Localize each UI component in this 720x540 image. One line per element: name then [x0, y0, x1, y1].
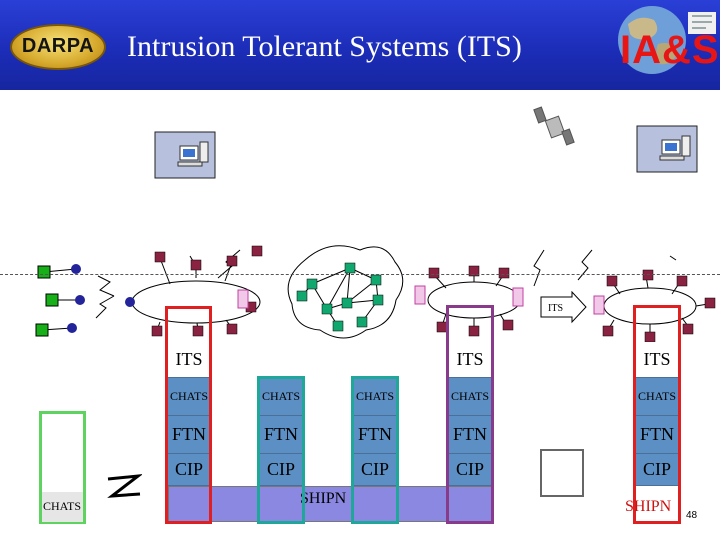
cip-label: CIP [642, 459, 671, 479]
firewall-icons [237, 285, 605, 315]
chats-label: CHATS [450, 389, 489, 403]
ftn-label: FTN [639, 424, 674, 444]
ftn-layer [354, 416, 396, 454]
page-title: Intrusion Tolerant Systems (ITS) [127, 30, 522, 63]
satellite-icon [533, 106, 575, 146]
ftn-layer [449, 416, 491, 454]
its-arrow-label: ITS [548, 303, 563, 314]
radio-icon [71, 264, 81, 274]
its-column [446, 305, 494, 524]
cip-layer [354, 454, 396, 486]
chats-column [39, 411, 86, 524]
page-number: 48 [686, 510, 698, 521]
cip-label: CIP [360, 459, 389, 479]
chats-label: CHATS [42, 499, 81, 513]
its-layer [636, 342, 678, 378]
shipn-label: SHIPN [625, 498, 672, 515]
ftn-layer [260, 416, 302, 454]
chats-layer [260, 378, 302, 416]
its-label: ITS [643, 349, 671, 369]
shipn-bar [168, 486, 492, 522]
chats-column [351, 376, 399, 524]
computer-icon [154, 131, 216, 179]
chats-label: CHATS [355, 389, 394, 403]
router-icons [296, 262, 384, 332]
its-layer [168, 342, 210, 378]
chats-layer [42, 492, 83, 522]
chats-layer [354, 378, 396, 416]
radio-icon [67, 323, 77, 333]
host-icons [151, 245, 716, 343]
title-banner: DARPA Intrusion Tolerant Systems (ITS) I… [0, 0, 720, 90]
wireless-node [37, 265, 51, 279]
its-arrow: ITS [540, 291, 587, 324]
ftn-label: FTN [452, 424, 487, 444]
cip-label: CIP [266, 459, 295, 479]
ias-logo: IA&S [620, 28, 720, 72]
ftn-label: FTN [263, 424, 298, 444]
ftn-layer [636, 416, 678, 454]
cip-layer [636, 454, 678, 486]
its-column [633, 305, 681, 524]
cip-layer [168, 454, 210, 486]
its-label: ITS [456, 349, 484, 369]
darpa-logo-text: DARPA [21, 35, 95, 57]
wireless-node [35, 323, 49, 337]
cip-label: CIP [174, 459, 203, 479]
its-layer [449, 342, 491, 378]
wireless-node [45, 293, 59, 307]
its-column [165, 306, 212, 524]
chats-layer [168, 378, 210, 416]
ftn-layer [168, 416, 210, 454]
computer-icon [636, 125, 698, 173]
chats-layer [449, 378, 491, 416]
wireless-link-icon [107, 474, 142, 498]
separator-line [0, 274, 720, 275]
chats-layer [636, 378, 678, 416]
chats-label: CHATS [637, 389, 676, 403]
cip-label: CIP [455, 459, 484, 479]
cip-layer [260, 454, 302, 486]
cip-layer [449, 454, 491, 486]
ftn-label: FTN [171, 424, 206, 444]
radio-icon [125, 297, 135, 307]
ftn-label: FTN [357, 424, 392, 444]
chats-label: CHATS [261, 389, 300, 403]
chats-column [257, 376, 305, 524]
globe-icon [618, 6, 716, 74]
chats-label: CHATS [169, 389, 208, 403]
darpa-logo: DARPA [10, 24, 106, 70]
radio-icon [75, 295, 85, 305]
empty-box [540, 449, 584, 497]
its-label: ITS [175, 349, 203, 369]
shipn-label: SHIPN [300, 490, 347, 507]
network-diagram [35, 106, 716, 343]
